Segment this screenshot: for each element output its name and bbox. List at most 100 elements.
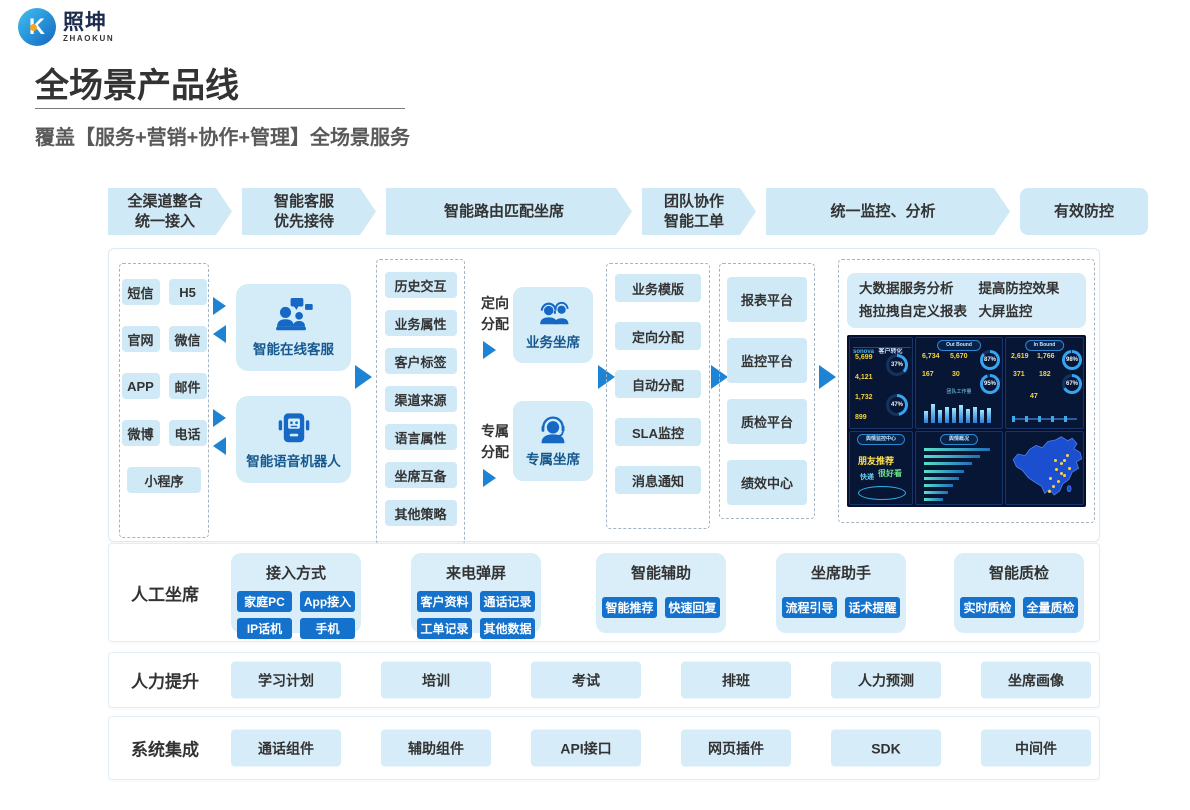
channel-website: 官网 xyxy=(121,326,160,352)
arrow-right-icon xyxy=(213,297,226,315)
dash-panel-wordcloud: 舆情监控中心 朋友推荐 很好看 快递 xyxy=(849,431,913,505)
strategy-customer-tag: 客户标签 xyxy=(384,348,457,374)
voice-robot-icon xyxy=(278,412,309,442)
analysis-feature: 提高防控效果 xyxy=(978,280,1060,296)
group-access-methods: 接入方式 家庭PC App接入 IP话机 手机 xyxy=(231,553,361,639)
logo-orange-dot-icon xyxy=(30,24,37,31)
strategy-language: 语言属性 xyxy=(384,424,457,450)
pipeline-container: 短信 H5 官网 微信 APP 邮件 微博 电话 小程序 xyxy=(108,248,1100,545)
online-service-label: 智能在线客服 xyxy=(253,341,334,357)
analysis-feature: 大数据服务分析 xyxy=(859,280,954,296)
chip-study-plan: 学习计划 xyxy=(231,661,341,699)
arrow-right-icon xyxy=(819,365,836,389)
dash-panel-map xyxy=(1005,431,1084,505)
arrow-right-icon xyxy=(213,409,226,427)
arrow-right-icon xyxy=(355,365,372,389)
channel-miniprogram: 小程序 xyxy=(127,467,201,493)
strategy-seat-backup: 坐席互备 xyxy=(384,462,457,488)
strategy-other: 其他策略 xyxy=(384,500,457,526)
platform-performance: 绩效中心 xyxy=(727,460,807,505)
china-map-icon xyxy=(1012,436,1083,496)
channel-wechat: 微信 xyxy=(168,326,207,352)
group-call-popup: 来电弹屏 客户资料 通话记录 工单记录 其他数据 xyxy=(411,553,541,639)
agent-row: 人工坐席 接入方式 家庭PC App接入 IP话机 手机 来电弹屏 客户资料 通… xyxy=(108,543,1100,642)
ticket-auto-assign: 自动分配 xyxy=(615,370,701,398)
page-title: 全场景产品线 xyxy=(35,67,239,105)
hr-row-label: 人力提升 xyxy=(131,672,199,692)
integration-row: 系统集成 通话组件 辅助组件 API接口 网页插件 SDK 中间件 xyxy=(108,716,1100,780)
platform-qc: 质检平台 xyxy=(727,399,807,444)
strategy-business-attr: 业务属性 xyxy=(384,310,457,336)
directed-assign-label: 定向 分配 xyxy=(481,295,509,332)
dedicated-assign-label: 专属 分配 xyxy=(481,423,509,460)
sentiment-bars xyxy=(924,448,996,506)
chip-api: API接口 xyxy=(531,729,641,767)
chip-app-access: App接入 xyxy=(300,591,355,612)
dash-panel-inbound: In Bound 2,619 1,766 98% 371 182 67% 47 xyxy=(1005,337,1084,429)
title-underline xyxy=(35,108,405,109)
dedicated-agent-headset-icon xyxy=(541,416,565,443)
integration-row-label: 系统集成 xyxy=(131,740,199,760)
team-workload-bars xyxy=(924,401,996,423)
dash-panel-outbound: Out Bound 6,734 5,670 87% 167 30 95% 团队工… xyxy=(915,337,1003,429)
dash-panel-sentiment: 舆情概况 xyxy=(915,431,1003,505)
business-seat-label: 业务坐席 xyxy=(526,334,580,350)
analysis-feature: 拖拉拽自定义报表 xyxy=(859,303,967,319)
map-dots xyxy=(1006,432,1083,504)
chip-exam: 考试 xyxy=(531,661,641,699)
gauge-ring: 67% xyxy=(1062,374,1082,394)
channel-weibo: 微博 xyxy=(121,420,160,446)
flow-step-prevention: 有效防控 xyxy=(1020,188,1148,235)
chip-script-reminder: 话术提醒 xyxy=(845,597,900,618)
chip-flow-guide: 流程引导 xyxy=(782,597,837,618)
ticket-sla-monitor: SLA监控 xyxy=(615,418,701,446)
chip-call-records: 通话记录 xyxy=(480,591,535,612)
dedicated-seat-box: 专属坐席 xyxy=(513,401,593,481)
analysis-group: 大数据服务分析 拖拉拽自定义报表 提高防控效果 大屏监控 sonova 客户转化… xyxy=(838,259,1095,523)
dash-brand: sonova xyxy=(853,349,875,355)
chip-call-component: 通话组件 xyxy=(231,729,341,767)
routing-strategies-group: 历史交互 业务属性 客户标签 渠道来源 语言属性 坐席互备 其他策略 xyxy=(376,259,465,545)
ticket-directed-assign: 定向分配 xyxy=(615,322,701,350)
gauge-ring: 87% xyxy=(980,350,1000,370)
business-seat-box: 业务坐席 xyxy=(513,287,593,363)
ticket-template: 业务模版 xyxy=(615,274,701,302)
flow-step-ticket: 团队协作 智能工单 xyxy=(642,188,756,235)
page-subtitle: 覆盖【服务+营销+协作+管理】全场景服务 xyxy=(35,127,411,149)
group-ai-qc: 智能质检 实时质检 全量质检 xyxy=(954,553,1084,633)
business-agents-headset-icon xyxy=(540,301,569,324)
channel-email: 邮件 xyxy=(168,373,207,399)
arrow-left-icon xyxy=(213,325,226,343)
flow-steps-row: 全渠道整合 统一接入 智能客服 优先接待 智能路由匹配坐席 团队协作 智能工单 … xyxy=(108,188,1148,235)
ticket-message-notify: 消息通知 xyxy=(615,466,701,494)
cloud-ellipse xyxy=(858,486,906,500)
group-ai-assist: 智能辅助 智能推荐 快速回复 xyxy=(596,553,726,633)
chip-full-qc: 全量质检 xyxy=(1023,597,1078,618)
brand-name-en: ZHAOKUN xyxy=(63,33,115,43)
chip-mobile: 手机 xyxy=(300,618,355,639)
dedicated-seat-label: 专属坐席 xyxy=(526,451,580,467)
online-service-box: 智能在线客服 xyxy=(236,284,351,371)
chip-middleware: 中间件 xyxy=(981,729,1091,767)
logo-k-icon: K xyxy=(18,8,56,46)
chip-ticket-records: 工单记录 xyxy=(417,618,472,639)
flow-step-routing: 智能路由匹配坐席 xyxy=(386,188,632,235)
chip-agent-profile: 坐席画像 xyxy=(981,661,1091,699)
voice-robot-label: 智能语音机器人 xyxy=(246,453,341,469)
strategy-channel-source: 渠道来源 xyxy=(384,386,457,412)
bi-dashboard-screenshot: sonova 客户转化 5,699 4,121 1,732 899 37% 47… xyxy=(847,335,1086,507)
chip-smart-recommend: 智能推荐 xyxy=(602,597,657,618)
chip-home-pc: 家庭PC xyxy=(237,591,292,612)
flow-step-monitoring: 统一监控、分析 xyxy=(766,188,1010,235)
chip-other-data: 其他数据 xyxy=(480,618,535,639)
chip-training: 培训 xyxy=(381,661,491,699)
hr-row: 人力提升 学习计划 培训 考试 排班 人力预测 坐席画像 xyxy=(108,652,1100,708)
analysis-feature: 大屏监控 xyxy=(978,303,1033,319)
brand-logo: K 照坤 ZHAOKUN xyxy=(18,8,114,46)
platform-report: 报表平台 xyxy=(727,277,807,322)
channel-phone: 电话 xyxy=(168,420,207,446)
strategy-history: 历史交互 xyxy=(384,272,457,298)
gauge-ring: 37% xyxy=(886,354,908,376)
flow-step-omnichannel: 全渠道整合 统一接入 xyxy=(108,188,232,235)
channels-group: 短信 H5 官网 微信 APP 邮件 微博 电话 小程序 xyxy=(119,263,209,538)
